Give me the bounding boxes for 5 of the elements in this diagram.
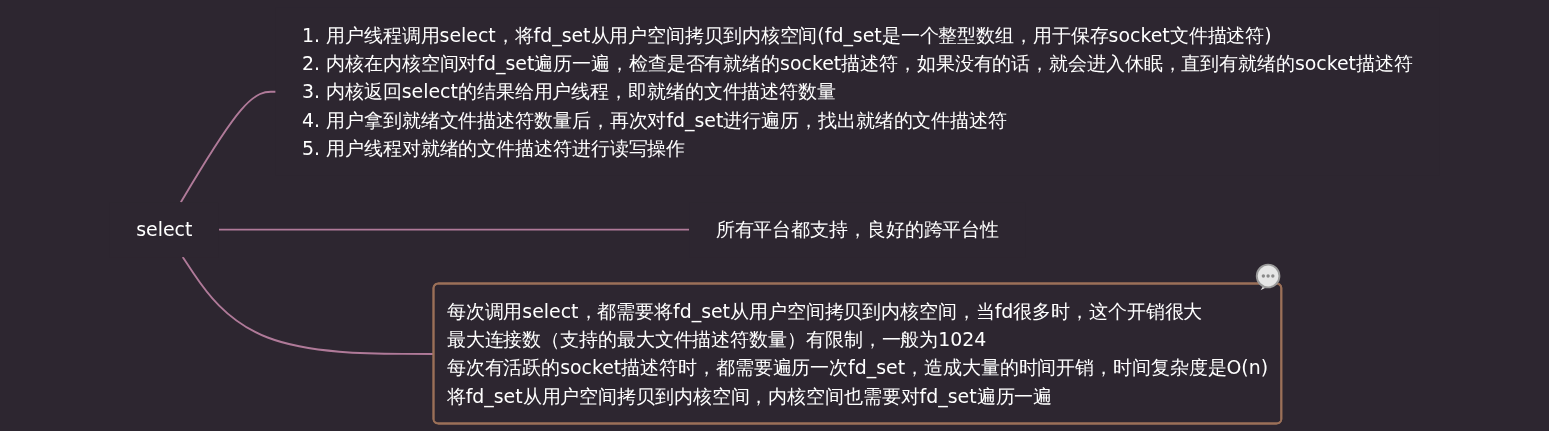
node-text: 所有平台都支持，良好的跨平台性	[715, 218, 1000, 242]
connector	[217, 228, 691, 231]
node-text: select	[136, 218, 193, 242]
connector	[179, 90, 277, 204]
node-text: 1. 用户线程调用select，将fd_set从用户空间拷贝到内核空间(fd_set是一个整型数组，用于保存socket文件描述符) 2. 内核在内核空间对fd_set遍历一遍，检查是否有就绪的socket描述符，如果没有的话，就会进入休眠，直到有就绪的socket描述符 3. 内核返回select的结果给用户线程，即就绪的文件描述符数量 4. 用户拿到就绪文件描述符数量后，再次对fd_set进行遍历，找出就绪的文件描述符 5. 用户线程对就绪的文件描述符进行读写操作	[302, 23, 1413, 160]
